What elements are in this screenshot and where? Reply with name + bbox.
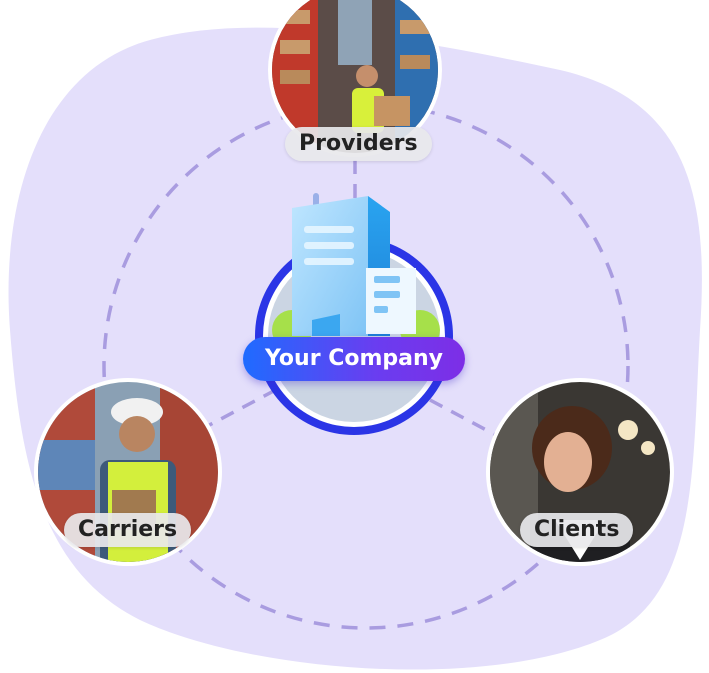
carriers-label: Carriers	[64, 513, 192, 547]
spoke-carriers	[199, 383, 286, 432]
building-icon	[292, 193, 416, 336]
clients-label: Clients	[520, 513, 634, 547]
providers-label: Providers	[285, 127, 432, 161]
your-company-label: Your Company	[243, 337, 465, 381]
